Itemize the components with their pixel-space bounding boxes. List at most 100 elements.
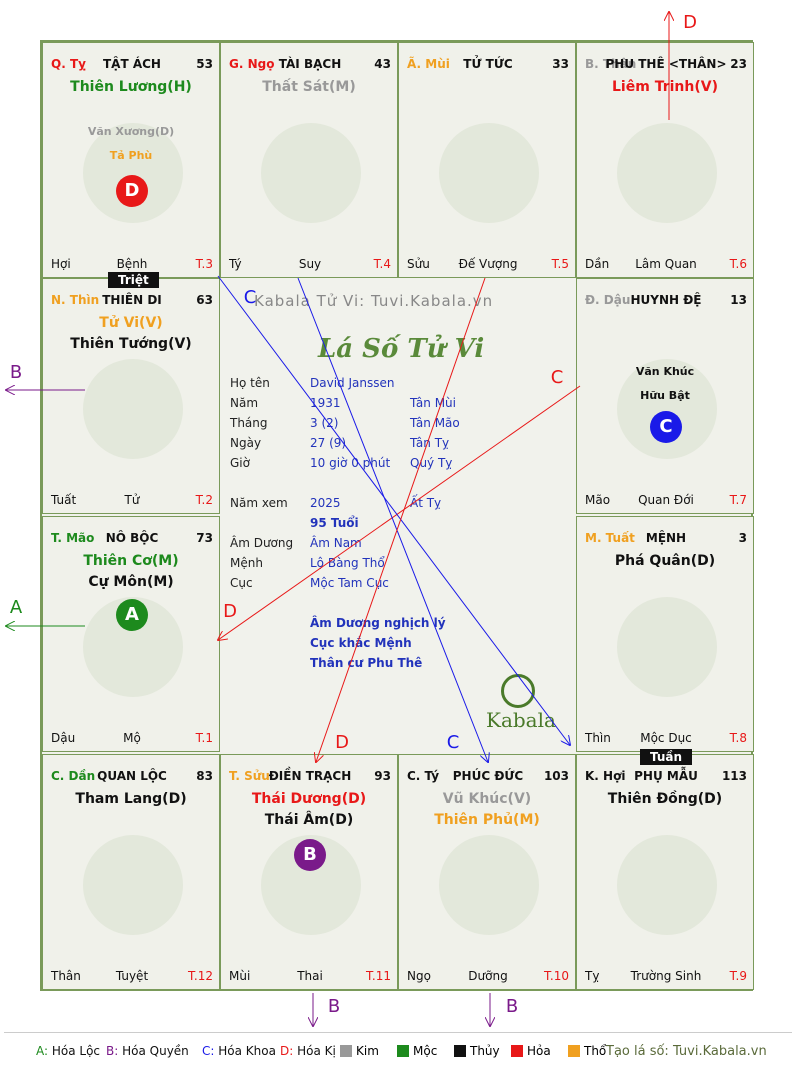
minor-star: Tả Phù (109, 149, 153, 162)
palace-header: T. Sửu ĐIỀN TRẠCH 93 (229, 769, 391, 785)
palace-name: MỆNH (645, 531, 687, 545)
palace-footer: Thân Tuyệt T.12 (51, 969, 213, 983)
palace-cell: K. Hợi PHỤ MẪU 113 Thiên Đồng(D) Tỵ Trườ… (576, 754, 754, 990)
palace-header: B. Thân PHU THÊ <THÂN> 23 (585, 57, 747, 73)
legend-transform: B: Hóa Quyền (106, 1044, 189, 1058)
palace-stage: Thai (297, 969, 323, 983)
palace-can: N. Thìn (51, 293, 100, 307)
palace-header: T. Mão NÔ BỘC 73 (51, 531, 213, 547)
info-extra: Tân Mùi (410, 396, 456, 410)
palace-number: 43 (374, 57, 391, 71)
palace-number: 23 (730, 57, 747, 71)
main-star: Thiên Cơ(M) (83, 553, 179, 569)
palace-month: T.8 (729, 731, 747, 745)
main-star: Thiên Đồng(D) (607, 791, 723, 807)
palace-stage: Trường Sinh (630, 969, 702, 983)
palace-footer: Ngọ Dưỡng T.10 (407, 969, 569, 983)
palace-month: T.6 (729, 257, 747, 271)
palace-name: PHU THÊ <THÂN> (605, 57, 727, 71)
palace-number: 103 (543, 769, 569, 783)
palace-cell: C. Dần QUAN LỘC 83 Tham Lang(D) Thân Tuy… (42, 754, 220, 990)
info-extra: Tân Tỵ (410, 436, 450, 450)
palace-can: G. Ngọ (229, 57, 275, 71)
transform-circle: B (294, 839, 326, 871)
info-value: Lộ Bàng Thổ (310, 556, 385, 570)
legend-value: Hóa Lộc (51, 1044, 101, 1058)
palace-stage: Suy (298, 257, 322, 271)
info-extra: Quý Tỵ (410, 456, 453, 470)
legend-value: Hóa Kị (297, 1044, 336, 1058)
palace-number: 63 (196, 293, 213, 307)
info-label: Năm (230, 396, 259, 410)
palace-branch: Dần (585, 257, 610, 271)
info-label: Họ tên (230, 376, 270, 390)
element-label: Mộc (413, 1044, 438, 1058)
arrow-label: B (506, 996, 518, 1017)
palace-footer: Hợi Bệnh T.3 (51, 257, 213, 271)
tuvi-chart-board: Q. Tỵ TẬT ÁCH 53 Thiên Lương(H)Văn Xương… (40, 40, 754, 991)
palace-branch: Dậu (51, 731, 76, 745)
palace-cell: N. Thìn THIÊN DI 63 Tử Vi(V)Thiên Tướng(… (42, 278, 220, 514)
palace-footer: Tý Suy T.4 (229, 257, 391, 271)
legend-transform: A: Hóa Lộc (36, 1044, 100, 1058)
info-label: Năm xem (230, 496, 288, 510)
palace-can: Q. Tỵ (51, 57, 86, 71)
legend-value: Hóa Khoa (218, 1044, 276, 1058)
palace-name: PHÚC ĐỨC (452, 769, 524, 783)
legend-key: A: (36, 1044, 49, 1058)
palace-can: K. Hợi (585, 769, 626, 783)
info-extra: Ất Tỵ (410, 496, 442, 510)
palace-stage: Mộc Dục (640, 731, 692, 745)
palace-can: T. Sửu (229, 769, 270, 783)
legend-value: Hóa Quyền (122, 1044, 189, 1058)
element-swatch-icon (511, 1045, 523, 1057)
palace-footer: Mão Quan Đới T.7 (585, 493, 747, 507)
main-star: Thái Âm(D) (264, 812, 354, 828)
palace-header: Đ. Dậu HUYNH ĐỆ 13 (585, 293, 747, 309)
palace-month: T.2 (195, 493, 213, 507)
palace-month: T.9 (729, 969, 747, 983)
main-star: Cự Môn(M) (88, 574, 174, 590)
minor-star: Văn Khúc (635, 365, 695, 378)
palace-month: T.12 (188, 969, 213, 983)
legend-element: Thổ (568, 1044, 606, 1058)
main-star: Thất Sát(M) (262, 79, 356, 95)
info-label: Cục (230, 576, 253, 590)
info-extra: Tân Mão (410, 416, 460, 430)
palace-footer: Mùi Thai T.11 (229, 969, 391, 983)
info-label: Giờ (230, 456, 250, 470)
palace-number: 113 (721, 769, 747, 783)
palace-stage: Tuyệt (115, 969, 149, 983)
palace-month: T.4 (373, 257, 391, 271)
palace-can: C. Tý (407, 769, 440, 783)
palace-branch: Mão (585, 493, 611, 507)
watermark-text: Kabala Tử Vi: Tuvi.Kabala.vn (254, 292, 494, 310)
zodiac-watermark-icon (617, 597, 717, 697)
element-label: Thủy (470, 1044, 500, 1058)
palace-header: Q. Tỵ TẬT ÁCH 53 (51, 57, 213, 73)
info-value: 3 (2) (310, 416, 339, 430)
palace-header: M. Tuất MỆNH 3 (585, 531, 747, 547)
kabala-logo-text: Kabala (486, 708, 556, 732)
info-label: Âm Dương (230, 536, 294, 550)
info-value: 10 giờ 0 phút (310, 456, 391, 470)
palace-branch: Thìn (585, 731, 611, 745)
triet-tag: Triệt (108, 272, 159, 288)
palace-stage: Dưỡng (468, 969, 508, 983)
palace-month: T.5 (551, 257, 569, 271)
palace-number: 53 (196, 57, 213, 71)
transform-circle: C (650, 411, 682, 443)
palace-number: 93 (374, 769, 391, 783)
palace-number: 83 (196, 769, 213, 783)
palace-stage: Lâm Quan (635, 257, 697, 271)
center-info-panel: Kabala Tử Vi: Tuvi.Kabala.vn Lá Số Tử Vi… (218, 276, 575, 754)
main-star: Liêm Trinh(V) (612, 79, 718, 95)
palace-cell: B. Thân PHU THÊ <THÂN> 23 Liêm Trinh(V) … (576, 42, 754, 278)
palace-branch: Thân (51, 969, 81, 983)
palace-name: QUAN LỘC (97, 769, 167, 783)
info-value: 2025 (310, 496, 341, 510)
element-swatch-icon (454, 1045, 466, 1057)
legend-transform: C: Hóa Khoa (202, 1044, 276, 1058)
